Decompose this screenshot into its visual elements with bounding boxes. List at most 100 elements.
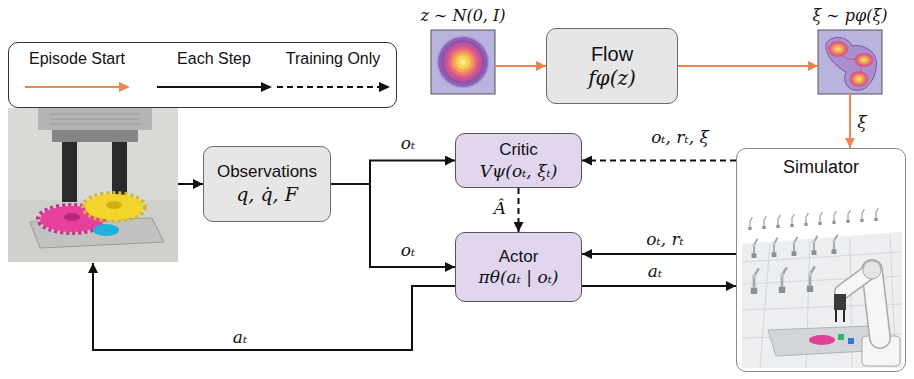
simulator-render-part	[848, 338, 854, 344]
flow-density-plot-part	[842, 56, 858, 59]
legend-item: Each Step	[155, 49, 273, 101]
simulator-render-part	[818, 212, 822, 225]
simulator-render-part	[836, 310, 844, 322]
flow-density-plot-part	[851, 73, 867, 85]
training-only-arrow	[518, 188, 520, 232]
node-title: z ∼ N(0, I)	[413, 6, 513, 25]
edge-label: oₜ, rₜ, ξ	[649, 129, 711, 146]
simulator-render-part	[872, 270, 880, 338]
robot-gripper-photo	[8, 108, 178, 262]
observations-box: Observationsq, q̇, F	[203, 146, 331, 222]
simulator-render-part	[832, 235, 838, 254]
flow-density-plot-part	[860, 68, 861, 72]
legend-line	[157, 86, 263, 88]
simulator-render-part	[863, 261, 881, 279]
density-image-frame	[431, 30, 495, 94]
step-arrow	[582, 253, 736, 255]
edge-label: oₜ	[399, 135, 417, 152]
simulator-render-part	[762, 216, 766, 229]
legend-arrowhead	[119, 82, 130, 92]
simulator-render-part	[834, 294, 846, 310]
simulator-render-part	[809, 335, 835, 345]
simulator-render	[742, 208, 902, 368]
simulator-render-part	[832, 211, 836, 224]
prior-density-plot-part	[436, 35, 490, 89]
prior-density-plot	[431, 30, 495, 94]
episode-start-arrow	[849, 94, 851, 148]
legend-text: Episode Start	[23, 49, 131, 68]
robot-gripper-photo-part	[50, 114, 140, 124]
action-feedback-arrow	[93, 263, 455, 350]
prior-density-plot-part	[443, 42, 483, 82]
simulator-render-part	[838, 334, 844, 340]
node-title: Simulator	[783, 157, 859, 179]
simulator-render-part	[748, 217, 752, 230]
robot-gripper-photo-part	[38, 108, 152, 130]
simulator-render-part	[874, 208, 878, 221]
edge-label: ξ	[855, 114, 868, 131]
critic-box: CriticVψ(oₜ, ξₜ)	[455, 133, 582, 188]
legend-arrowhead	[261, 82, 272, 92]
photo-to-observations-arrow-part	[178, 183, 203, 185]
robot-gripper-photo-part	[52, 130, 138, 142]
edge-label: aₜ	[646, 263, 664, 280]
legend-item: Training Only	[275, 49, 391, 101]
node-title: Flow	[591, 42, 633, 66]
step-arrow	[331, 184, 455, 267]
prior-density-plot-part	[451, 50, 475, 74]
prior-density-plot-part	[459, 58, 467, 66]
robot-gripper-photo-part	[8, 108, 178, 262]
simulator-render-part	[779, 267, 787, 293]
robot-gripper-photo-part	[83, 193, 145, 221]
flow-density-plot-part	[825, 39, 851, 59]
flow-density-plot-part	[856, 55, 872, 65]
node-formula: πθ(aₜ | oₜ)	[479, 267, 559, 287]
legend-line	[25, 86, 121, 88]
flow-density-plot-part	[818, 30, 882, 94]
robot-gripper-photo-part	[93, 224, 119, 236]
flow-density-plot	[818, 30, 882, 94]
flow-density-plot-part	[852, 51, 876, 69]
prior-density-plot-part	[455, 54, 471, 70]
signal-label: aₜ	[231, 329, 249, 346]
prior-density-plot-part	[439, 38, 487, 86]
simulator-render-part	[742, 232, 902, 368]
robot-gripper-photo-part	[64, 213, 80, 221]
legend-arrowhead	[379, 82, 390, 92]
simulator-render-part	[751, 268, 759, 294]
simulator-render-part	[792, 237, 798, 256]
legend-text: Training Only	[275, 49, 391, 68]
legend-text: Each Step	[155, 49, 273, 68]
node-formula: q, q̇, F	[236, 183, 298, 206]
edge-label: Â	[492, 200, 508, 217]
edge-label: oₜ	[399, 242, 417, 259]
density-image-frame	[818, 30, 882, 94]
simulator-render-part	[790, 214, 794, 227]
legend-item: Episode Start	[23, 49, 131, 101]
step-arrow	[582, 285, 736, 287]
prior-density-plot-part	[431, 30, 495, 94]
simulator-render-part	[807, 266, 815, 292]
simulator-render-part	[772, 238, 778, 257]
simulator-render-part	[752, 239, 758, 258]
prior-density-plot-part	[447, 46, 479, 78]
flow-output-density-image: ξ ∼ pφ(ξ)	[800, 4, 900, 98]
robot-gripper-photo-part	[106, 201, 122, 209]
actor-box: Actorπθ(aₜ | oₜ)	[455, 232, 582, 302]
episode-start-arrow	[678, 65, 818, 67]
simulator-render-part	[846, 210, 850, 223]
simulator-render-part	[742, 235, 902, 368]
legend-arrow-sample	[155, 79, 273, 95]
node-formula: fφ(z)	[588, 66, 636, 90]
step-arrow	[331, 161, 455, 185]
simulator-render-part	[776, 215, 780, 228]
node-title: Observations	[217, 162, 317, 182]
simulator-render-part	[804, 213, 808, 226]
flow-box: Flowfφ(z)	[546, 28, 678, 104]
simulator-render-part	[872, 270, 880, 338]
robot-gripper-photo-part	[85, 194, 143, 220]
flow-density-plot-part	[829, 43, 847, 55]
prior-density-image: z ∼ N(0, I)	[413, 4, 513, 98]
